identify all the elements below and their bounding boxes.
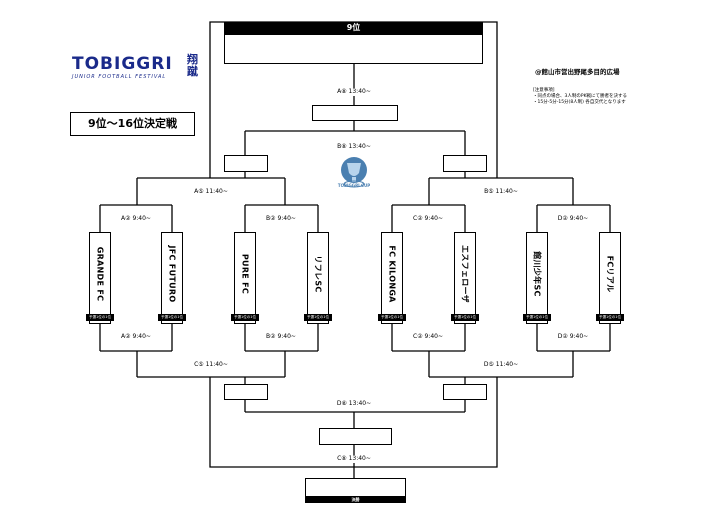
- notes-line-2: ・15分-5分-15分(8人制) 各自交代となります: [533, 100, 626, 105]
- team-name: PURE FC: [240, 254, 250, 295]
- match-label-a-top: A② 9:40~: [119, 215, 153, 223]
- result-box-bottom-final: [319, 428, 392, 445]
- team-seed-tag: 予選1位の1位: [158, 314, 186, 321]
- logo-kanji-2: 蹴: [187, 65, 198, 78]
- result-box-final: [312, 105, 398, 121]
- team-name: 館川少年SC: [532, 251, 542, 298]
- match-label-center: B⑧ 13:40~: [335, 143, 373, 151]
- notes-line-1: ・同点の場合、3人制のPK戦にて勝者を決する: [533, 94, 628, 99]
- logo-sub-text: JUNIOR FOOTBALL FESTIVAL: [72, 74, 167, 80]
- trophy-icon: [341, 157, 367, 188]
- result-box-right-semi: [443, 155, 487, 172]
- team-box: 館川少年SC: [526, 232, 548, 324]
- result-box-left-semi-bottom: [224, 384, 268, 400]
- trophy-text: TOBIGGRI CUP: [337, 183, 371, 188]
- result-box-left-semi: [224, 155, 268, 172]
- logo-main-text: TOBIGGRI: [72, 54, 173, 74]
- match-label-d-top: D② 9:40~: [555, 215, 591, 223]
- match-label-right-semi-top: B⑤ 11:40~: [482, 188, 520, 196]
- team-name: FCリアル: [605, 256, 615, 293]
- match-label-c-top: C② 9:40~: [411, 215, 445, 223]
- team-box: GRANDE FC: [89, 232, 111, 324]
- team-box: エスフェローザ: [454, 232, 476, 324]
- team-seed-tag: 予選1位の1位: [523, 314, 551, 321]
- team-box: PURE FC: [234, 232, 256, 324]
- top-header: 9位: [224, 22, 483, 34]
- team-seed-tag: 予選1位の1位: [378, 314, 406, 321]
- top-result-box: [224, 34, 483, 64]
- festival-logo: TOBIGGRI JUNIOR FOOTBALL FESTIVAL: [72, 54, 173, 80]
- match-label-bottom-third: C⑧ 13:40~: [335, 455, 373, 463]
- team-seed-tag: 予選1位の1位: [596, 314, 624, 321]
- team-box: JFC FUTURO: [161, 232, 183, 324]
- team-name: リフレSC: [313, 255, 323, 293]
- team-name: JFC FUTURO: [167, 245, 177, 303]
- team-name: GRANDE FC: [95, 247, 105, 302]
- team-seed-tag: 予選1位の1位: [451, 314, 479, 321]
- team-seed-tag: 予選1位の1位: [231, 314, 259, 321]
- match-label-final: A⑧ 13:40~: [335, 88, 373, 96]
- match-label-a-bottom: A② 9:40~: [119, 333, 153, 341]
- match-label-b-top: B② 9:40~: [264, 215, 298, 223]
- bottom-result-box: [305, 478, 406, 498]
- venue-label: @館山市営出野尾多目的広場: [535, 68, 620, 76]
- notes-block: [注意事項] ・同点の場合、3人制のPK戦にて勝者を決する ・15分-5分-15…: [533, 88, 627, 106]
- team-box: リフレSC: [307, 232, 329, 324]
- match-label-b-bottom: B② 9:40~: [264, 333, 298, 341]
- team-seed-tag: 予選1位の1位: [304, 314, 332, 321]
- team-box: FCリアル: [599, 232, 621, 324]
- match-label-c-bottom: C② 9:40~: [411, 333, 445, 341]
- page-title: 9位〜16位決定戦: [70, 112, 195, 136]
- logo-kanji-1: 翔: [187, 53, 198, 66]
- notes-heading: [注意事項]: [533, 88, 555, 93]
- match-label-left-semi-top: A⑤ 11:40~: [192, 188, 230, 196]
- match-label-bottom-final: D⑧ 13:40~: [334, 400, 374, 408]
- match-label-d-bottom: D② 9:40~: [555, 333, 591, 341]
- bottom-header: 決勝: [305, 496, 406, 503]
- result-box-right-semi-bottom: [443, 384, 487, 400]
- team-name: エスフェローザ: [460, 245, 470, 304]
- match-label-right-semi-bottom: D⑤ 11:40~: [481, 361, 521, 369]
- team-box: FC KILONGA: [381, 232, 403, 324]
- match-label-left-semi-bottom: C⑤ 11:40~: [192, 361, 230, 369]
- team-name: FC KILONGA: [387, 245, 397, 304]
- logo-kanji: 翔 蹴: [187, 54, 198, 78]
- team-seed-tag: 予選1位の1位: [86, 314, 114, 321]
